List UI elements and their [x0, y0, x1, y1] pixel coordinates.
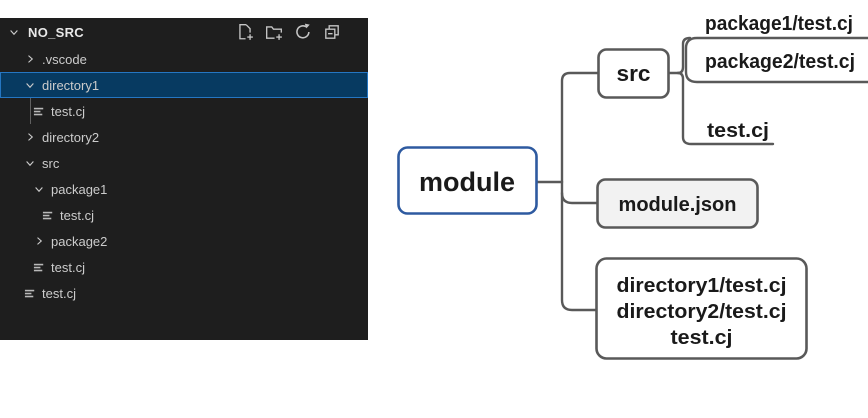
refresh-button[interactable] — [293, 22, 313, 42]
new-folder-icon — [266, 26, 282, 40]
diagram-node-module-json-label: module.json — [619, 194, 737, 216]
tree-file-test.cj[interactable]: test.cj — [0, 98, 368, 124]
file-tree: .vscode directory1 test.cj directory2 — [0, 46, 368, 306]
collapse-all-icon — [325, 25, 339, 39]
diagram-label-src-test: test.cj — [707, 120, 769, 142]
tree-folder-directory1[interactable]: directory1 — [0, 72, 368, 98]
chevron-icon[interactable] — [31, 181, 47, 197]
tree-item-label: package2 — [51, 233, 108, 249]
diagram-label-package1-test: package1/test.cj — [705, 13, 853, 35]
new-folder-button[interactable] — [264, 22, 284, 42]
connector-trunk-directory — [560, 180, 598, 312]
connector-trunk-module-json — [560, 191, 599, 205]
indent-guide — [30, 98, 31, 124]
tree-item-label: test.cj — [51, 103, 85, 119]
diagram-node-directories-box — [595, 257, 808, 360]
diagram-label-directory2-test: directory2/test.cj — [617, 301, 787, 323]
diagram-label-directory1-test: directory1/test.cj — [617, 275, 787, 297]
connector-trunk-src — [560, 71, 600, 184]
tree-item-label: directory1 — [42, 77, 100, 93]
tree-folder-package2[interactable]: package2 — [0, 228, 368, 254]
branch-src-child-bottom — [676, 71, 775, 146]
diagram-node-module-label: module — [419, 167, 515, 197]
file-icon — [31, 103, 47, 119]
new-file-button[interactable] — [235, 22, 255, 42]
tree-file-test.cj[interactable]: test.cj — [0, 202, 368, 228]
diagram-node-module-json-box — [596, 178, 759, 229]
new-file-icon — [239, 24, 253, 40]
diagram-node-src-label: src — [617, 61, 651, 86]
branch-src-child-top — [676, 36, 692, 75]
diagram-node-module-box — [397, 146, 538, 215]
tree-folder-src[interactable]: src — [0, 150, 368, 176]
tree-item-label: test.cj — [60, 207, 94, 223]
chevron-icon[interactable] — [22, 51, 38, 67]
tree-folder-directory2[interactable]: directory2 — [0, 124, 368, 150]
explorer-panel: NO_SRC — [0, 18, 368, 340]
chevron-icon[interactable] — [22, 129, 38, 145]
chevron-icon[interactable] — [22, 155, 38, 171]
file-icon — [31, 259, 47, 275]
tree-item-label: .vscode — [42, 51, 87, 67]
explorer-toolbar — [235, 22, 342, 42]
refresh-icon — [296, 23, 310, 39]
explorer-section-header[interactable]: NO_SRC — [0, 18, 368, 46]
tree-folder-package1[interactable]: package1 — [0, 176, 368, 202]
diagram-node-src-box — [597, 48, 670, 99]
tree-item-label: test.cj — [42, 285, 76, 301]
diagram-node-package2-box — [684, 36, 868, 84]
tree-item-label: package1 — [51, 181, 108, 197]
tree-item-label: src — [42, 155, 60, 171]
tree-file-test.cj[interactable]: test.cj — [0, 280, 368, 306]
file-icon — [22, 285, 38, 301]
chevron-icon[interactable] — [22, 77, 38, 93]
chevron-icon[interactable] — [31, 233, 47, 249]
diagram-label-directory-test: test.cj — [671, 327, 733, 349]
file-icon — [40, 207, 56, 223]
explorer-root-title: NO_SRC — [28, 24, 84, 40]
tree-file-test.cj[interactable]: test.cj — [0, 254, 368, 280]
tree-item-label: directory2 — [42, 129, 100, 145]
diagram-label-package2-test: package2/test.cj — [705, 51, 855, 73]
tree-item-label: test.cj — [51, 259, 85, 275]
chevron-down-icon — [6, 24, 22, 40]
collapse-all-button[interactable] — [322, 22, 342, 42]
tree-folder-.vscode[interactable]: .vscode — [0, 46, 368, 72]
